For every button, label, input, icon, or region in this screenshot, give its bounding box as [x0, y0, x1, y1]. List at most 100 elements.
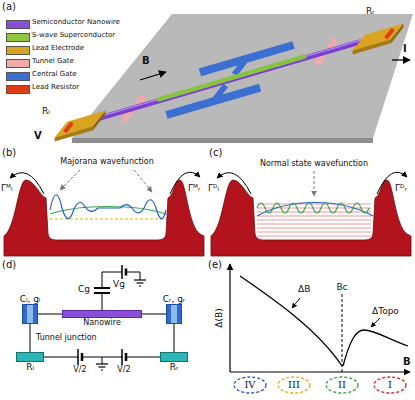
annotation-label: Γᴰᵣ: [395, 183, 407, 193]
circuit-wire: [30, 324, 31, 352]
leader-arrow: [170, 172, 200, 194]
battery-symbol: [81, 353, 84, 361]
annotation-label: V/2: [73, 365, 86, 374]
gate-capacitor: [121, 265, 123, 279]
lead-electrode: [55, 24, 404, 142]
legend-text: Semiconductor Nanowire: [32, 18, 120, 26]
gate-capacitor: [94, 292, 110, 294]
legend-text: S-wave Superconductor: [32, 31, 115, 39]
annotation-label: ΔB: [298, 284, 310, 294]
central-gate: [200, 45, 294, 72]
nanowire-bar: Nanowire: [62, 310, 142, 318]
semiconductor-nanowire: [100, 41, 360, 117]
gap-curve: [342, 294, 343, 372]
plot-axis: [230, 371, 410, 372]
component-label: Nanowire: [83, 318, 121, 327]
panel-letter: (a): [2, 1, 16, 13]
gap-curve: [240, 276, 408, 372]
annotation-label: B: [142, 55, 150, 67]
potential-well: [211, 180, 411, 256]
majorana-wavefunction: [50, 195, 166, 219]
legend-text: Lead Electrode: [32, 44, 84, 52]
annotation-label: V/2: [117, 365, 130, 374]
legend-swatch: [6, 85, 30, 94]
energy-level: [257, 224, 371, 225]
component-label: Cₗ, gₗ: [20, 294, 41, 304]
ground-symbol: [101, 369, 103, 370]
battery-symbol: [77, 349, 79, 365]
substrate-plane: [72, 14, 413, 143]
leader-arrow: [10, 170, 200, 194]
circuit-wire: [38, 314, 62, 315]
panel-letter: (d): [2, 259, 16, 271]
battery-symbol: [78, 349, 126, 365]
potential-well: [4, 180, 204, 256]
normal-wavefunction: [257, 203, 373, 217]
region-number: III: [277, 376, 311, 394]
annotation-label: Rᵣ: [366, 6, 375, 16]
region-outline: [374, 377, 406, 393]
ground-symbol: [96, 357, 108, 370]
resistor-symbol: Rₗ: [16, 352, 44, 362]
energy-level: [257, 236, 371, 237]
annotation-label: Normal state wavefunction: [260, 159, 368, 168]
lead-electrode: [391, 24, 403, 44]
battery-symbol: [123, 352, 126, 362]
annotation-label: B: [403, 356, 411, 368]
leader-arrow: [60, 170, 80, 190]
leader-arrow: [217, 171, 407, 196]
region-outline: [278, 377, 310, 393]
gate-capacitor: [134, 279, 146, 280]
panel-letter: (c): [209, 147, 222, 159]
component-label: Cᵣ, gᵣ: [163, 294, 185, 304]
legend-text: Lead Resistor: [32, 83, 79, 91]
annotation-label: ΔTopo: [372, 306, 399, 316]
annotation-label: Bc: [336, 282, 347, 292]
normal-wavefunction: [257, 203, 373, 217]
region-ellipse: IV: [233, 376, 267, 394]
energy-level: [257, 228, 371, 229]
leader-arrow: [134, 170, 152, 192]
lead-electrode: [55, 126, 93, 141]
field-arrow: [392, 59, 410, 60]
leader-arrow: [292, 298, 300, 308]
tunnel-gate: [316, 56, 323, 65]
annotation-label: V: [34, 130, 42, 142]
semiconductor-nanowire: [100, 41, 360, 119]
region-number: II: [325, 376, 359, 394]
annotation-label: Γᴹₗ: [1, 183, 12, 193]
circuit-wire: [174, 324, 175, 352]
region-outline: [326, 377, 358, 393]
leader-arrow: [217, 173, 251, 194]
potential-well: [4, 180, 204, 256]
energy-level: [257, 232, 371, 233]
lead-resistor: [65, 29, 393, 132]
lead-resistor: [386, 29, 393, 38]
battery-symbol: [121, 349, 123, 365]
legend-swatch: [6, 72, 30, 81]
field-arrow: [140, 72, 166, 80]
battery-symbol: [79, 352, 82, 362]
legend-swatch: [6, 20, 30, 29]
component-label: Rᵣ: [170, 362, 179, 372]
region-outline: [234, 377, 266, 393]
legend-text: Central Gate: [32, 70, 76, 78]
region-ellipse: I: [373, 376, 407, 394]
annotation-label: Tunnel junction: [36, 333, 97, 342]
ground-symbol: [102, 357, 103, 364]
gap-curve: [240, 276, 342, 366]
leader-arrow: [292, 298, 380, 327]
component-label: Rₗ: [26, 362, 34, 372]
legend-swatch: [6, 59, 30, 68]
battery-symbol: [125, 353, 128, 361]
substrate-plane: [72, 138, 373, 143]
gate-capacitor: [102, 293, 103, 310]
annotation-label: Cg: [78, 284, 90, 294]
region-number: I: [373, 376, 407, 394]
annotation-label: Rₗ: [42, 106, 50, 116]
ground-symbol: [99, 366, 106, 367]
annotation-label: Vg: [113, 279, 125, 289]
annotation-label: Γᴹᵣ: [188, 183, 200, 193]
ground-symbol: [96, 363, 108, 364]
